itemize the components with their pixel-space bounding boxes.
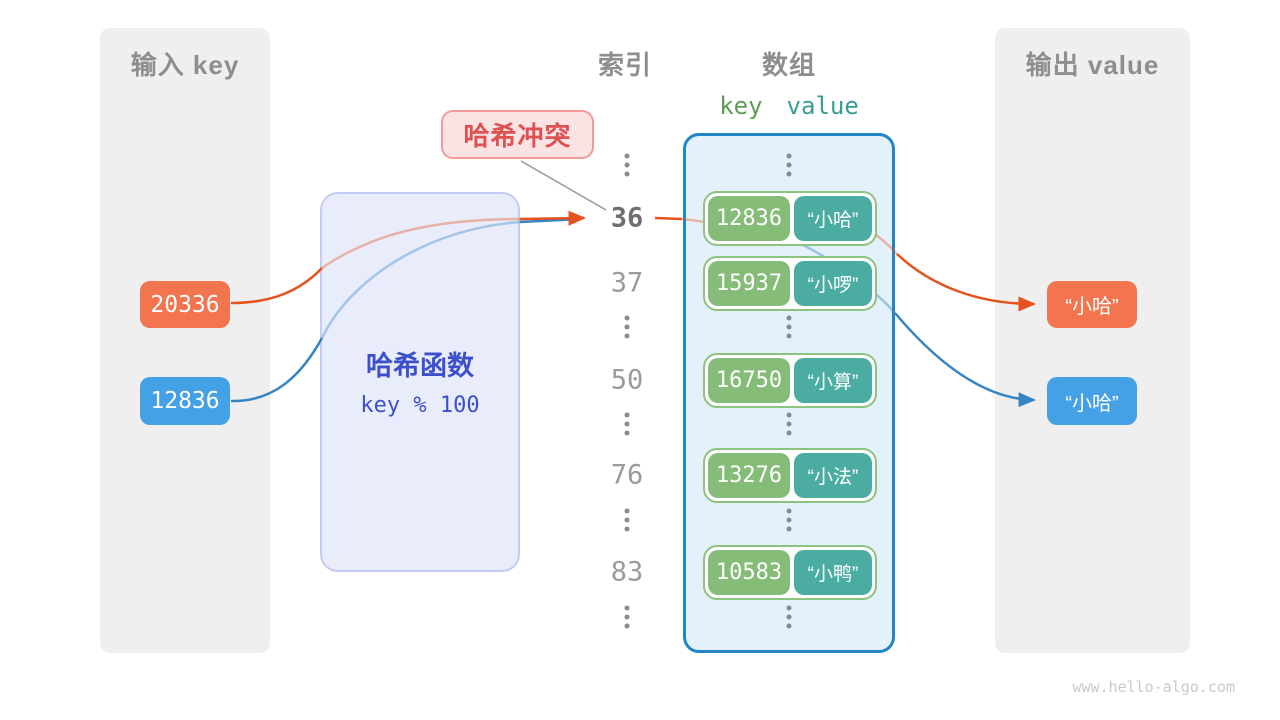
watermark: www.hello-algo.com xyxy=(1072,678,1235,696)
hash-function-box xyxy=(320,192,520,572)
bucket-key: 13276 xyxy=(708,453,790,498)
bucket-row: 13276 “小法” xyxy=(703,448,877,503)
bucket-value: “小哈” xyxy=(793,196,872,241)
index-column-title: 索引 xyxy=(597,50,652,80)
input-panel xyxy=(100,28,270,653)
input-panel-title: 输入 key xyxy=(130,50,240,80)
input-key-chip: 12836 xyxy=(140,377,230,425)
index-value: 83 xyxy=(610,556,644,588)
ellipsis xyxy=(624,315,630,339)
hash-function-formula: key % 100 xyxy=(360,393,480,418)
bucket-value: “小啰” xyxy=(793,261,872,306)
output-panel-title: 输出 value xyxy=(1025,50,1160,80)
ellipsis xyxy=(786,412,792,436)
ellipsis xyxy=(624,153,630,177)
bucket-row: 12836 “小哈” xyxy=(703,191,877,246)
hash-collision-badge: 哈希冲突 xyxy=(441,110,594,159)
input-key-chip: 20336 xyxy=(140,281,230,328)
ellipsis xyxy=(786,605,792,629)
hash-function-name: 哈希函数 xyxy=(366,351,474,381)
bucket-value: “小法” xyxy=(793,453,872,498)
bucket-key: 16750 xyxy=(708,358,790,403)
bucket-key: 15937 xyxy=(708,261,790,306)
ellipsis xyxy=(624,412,630,436)
bucket-row: 10583 “小鸭” xyxy=(703,545,877,600)
bucket-value: “小算” xyxy=(793,358,872,403)
index-value-highlighted: 36 xyxy=(610,202,644,234)
collision-pointer-line xyxy=(520,160,607,211)
bucket-row: 15937 “小啰” xyxy=(703,256,877,311)
key-header-label: key xyxy=(719,92,763,120)
output-value-chip: “小哈” xyxy=(1047,377,1137,425)
ellipsis xyxy=(786,315,792,339)
bucket-row: 16750 “小算” xyxy=(703,353,877,408)
index-value: 76 xyxy=(610,459,644,491)
bucket-key: 12836 xyxy=(708,196,790,241)
value-header-label: value xyxy=(786,92,859,120)
ellipsis xyxy=(786,508,792,532)
array-column-title: 数组 xyxy=(761,50,816,80)
index-value: 37 xyxy=(610,267,644,299)
index-value: 50 xyxy=(610,364,644,396)
output-panel xyxy=(995,28,1190,653)
ellipsis xyxy=(786,153,792,177)
ellipsis xyxy=(624,605,630,629)
bucket-value: “小鸭” xyxy=(793,550,872,595)
output-value-chip: “小哈” xyxy=(1047,281,1137,328)
key-value-header: key value xyxy=(683,92,895,120)
ellipsis xyxy=(624,508,630,532)
bucket-key: 10583 xyxy=(708,550,790,595)
